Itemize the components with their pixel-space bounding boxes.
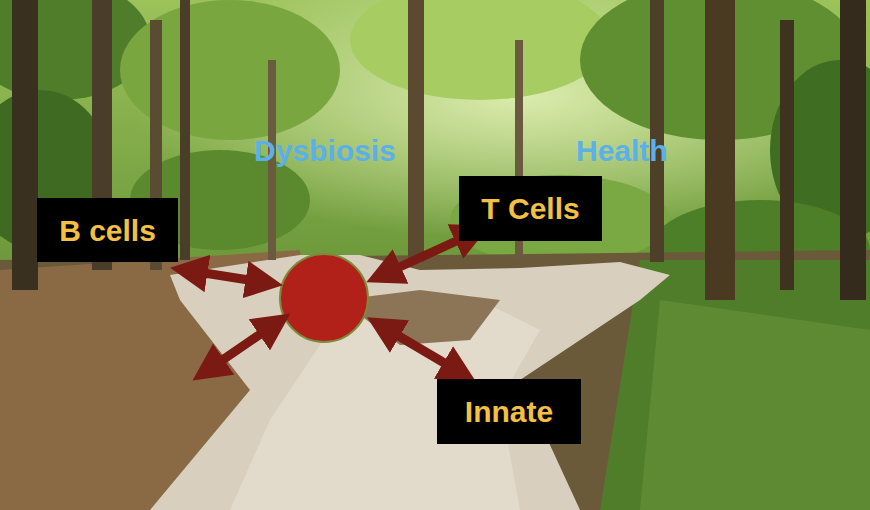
cell-type-box: B cells [37,198,178,262]
cell-type-box: T Cells [459,176,602,241]
box-text: Innate [465,395,553,428]
box-text: B cells [59,214,156,247]
path-label: Dysbiosis [254,134,396,167]
path-label: Health [576,134,668,167]
box-text: T Cells [481,192,579,225]
cell-type-box: Innate [437,379,581,444]
